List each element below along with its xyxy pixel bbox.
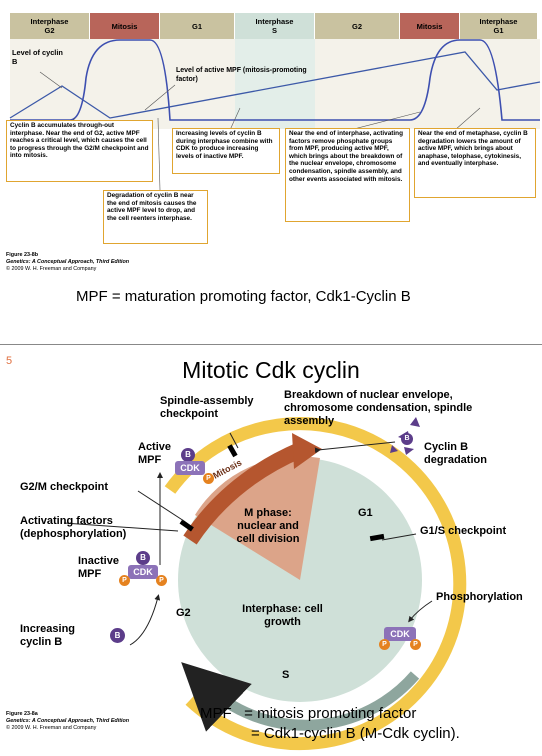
cyclin-b-line: [9, 51, 541, 119]
leader-activating: [63, 522, 179, 532]
mpf-definition-line1: MPF = mitosis promoting factor: [200, 705, 417, 722]
mpf-definition-line2: = Cdk1-cyclin B (M-Cdk cyclin).: [251, 725, 460, 742]
inactive-mpf-cdk: CDK: [128, 565, 158, 579]
free-cyclin-b: B: [110, 628, 125, 643]
cdk-phosphate-2: P: [410, 639, 421, 650]
note-metaphase: Near the end of metaphase, cyclin B degr…: [414, 128, 536, 198]
figure-book-b: Genetics: A Conceptual Approach, Third E…: [6, 259, 130, 265]
figure-copy-b: © 2009 W. H. Freeman and Company: [6, 266, 97, 272]
active-mpf-cyclin-b: B: [181, 448, 195, 462]
phase-sub: S: [271, 26, 277, 35]
cyclin-fragment-2: [404, 447, 414, 455]
phase-name: Interphase: [255, 17, 294, 26]
arrow-degradation: [314, 441, 396, 454]
phase-g1: G1: [160, 13, 235, 39]
active-mpf-line: [10, 39, 540, 121]
phase-name: Interphase: [479, 17, 518, 26]
leader-box5: [454, 107, 481, 131]
note-cyclin-accumulates: Cyclin B accumulates through-out interph…: [6, 120, 153, 182]
active-mpf-cdk: CDK: [175, 461, 205, 475]
mpf-caption: MPF = maturation promoting factor, Cdk1-…: [76, 288, 411, 305]
activating-factors-label: Activating factors (dephosphorylation): [20, 515, 127, 540]
phase-mitosis-1: Mitosis: [90, 13, 160, 39]
level-active-mpf-label: Level of active MPF (mitosis-promoting f…: [176, 67, 307, 83]
note-cyclin-degradation: Degradation of cyclin B near the end of …: [103, 190, 208, 244]
phase-name: Interphase: [30, 17, 69, 26]
g2-label: G2: [176, 607, 191, 619]
g1s-checkpoint-label: G1/S checkpoint: [420, 525, 507, 537]
figure-label-a: Figure 23-8a: [6, 711, 38, 717]
increasing-cyclin-label: Increasing cyclin B: [20, 623, 76, 648]
cdk-phosphate-1: P: [379, 639, 390, 650]
inactive-mpf-phosphate-2: P: [156, 575, 167, 586]
phase-sub: G2: [44, 26, 55, 35]
figure-label-b: Figure 23-8b: [6, 252, 39, 258]
s-phase-band: [235, 39, 315, 129]
slide-mitotic-cdk-cyclin: 5 Mitotic Cdk cyclin Spind: [0, 344, 542, 756]
note-inactive-mpf: Increasing levels of cyclin B during int…: [172, 128, 280, 174]
leader-mpf: [144, 84, 176, 111]
level-cyclin-b-label: Level of cyclin B: [12, 48, 63, 66]
phase-name: Mitosis: [416, 21, 443, 31]
g1-label: G1: [358, 507, 373, 519]
phase-name: Mitosis: [111, 21, 138, 31]
s-label: S: [282, 669, 290, 681]
leader-cyclin: [39, 71, 63, 89]
spindle-checkpoint-bar: [227, 444, 238, 458]
leader-box2: [157, 117, 161, 191]
leader-spindle: [229, 432, 239, 449]
m-phase-label: M phase: nuclear and cell division: [236, 507, 300, 545]
arrow-phosphorylation: [408, 600, 433, 623]
leader-g1s: [381, 533, 417, 541]
phase-sub: G1: [191, 21, 202, 31]
inactive-mpf-label: Inactive MPF: [78, 555, 119, 580]
spindle-checkpoint-label: Spindle-assembly checkpoint: [160, 395, 254, 420]
g1s-checkpoint-bar: [369, 533, 385, 542]
cyclin-degradation-label: Cyclin B degradation: [424, 441, 487, 466]
leader-box4: [349, 111, 421, 131]
mpf-curves: [9, 39, 541, 191]
leader-box3: [229, 107, 241, 131]
phase-g2: G2: [315, 13, 400, 39]
mitosis-arrowhead: [292, 433, 322, 469]
phase-sub: G1: [493, 26, 504, 35]
g2m-checkpoint-label: G2/M checkpoint: [20, 481, 109, 493]
leader-g2m: [137, 490, 185, 522]
g2m-checkpoint-bar: [179, 519, 194, 532]
note-activating-factors: Near the end of interphase, activating f…: [285, 128, 410, 222]
figure-copy-a: © 2009 W. H. Freeman and Company: [6, 725, 97, 731]
cell-cycle-diagram: [63, 417, 467, 751]
degraded-cyclin-b: B: [401, 433, 413, 445]
cyclin-fragment-4: [390, 445, 398, 453]
active-mpf-label: Active MPF: [138, 441, 172, 466]
cyclin-fragment-3: [410, 417, 420, 427]
slide-title: Mitotic Cdk cyclin: [182, 357, 360, 383]
phase-mitosis-2: Mitosis: [400, 13, 460, 39]
s-arc: [181, 662, 420, 732]
slide-number: 5: [6, 355, 13, 367]
phosphorylation-label: Phosphorylation: [436, 591, 523, 603]
phosphorylated-cdk: CDK: [384, 627, 416, 641]
breakdown-label: Breakdown of nuclear envelope, chromosom…: [284, 389, 473, 427]
figure-book-a: Genetics: A Conceptual Approach, Third E…: [6, 718, 130, 724]
arrow-increasing-cyclin: [129, 594, 161, 646]
inactive-mpf-cyclin-b: B: [136, 551, 150, 565]
active-mpf-phosphate: P: [203, 473, 214, 484]
mitosis-arc: [183, 442, 304, 545]
phase-sub: G2: [351, 21, 362, 31]
interphase-label: Interphase: cell growth: [242, 603, 323, 628]
inactive-mpf-phosphate-1: P: [119, 575, 130, 586]
outer-ring: [164, 417, 467, 751]
